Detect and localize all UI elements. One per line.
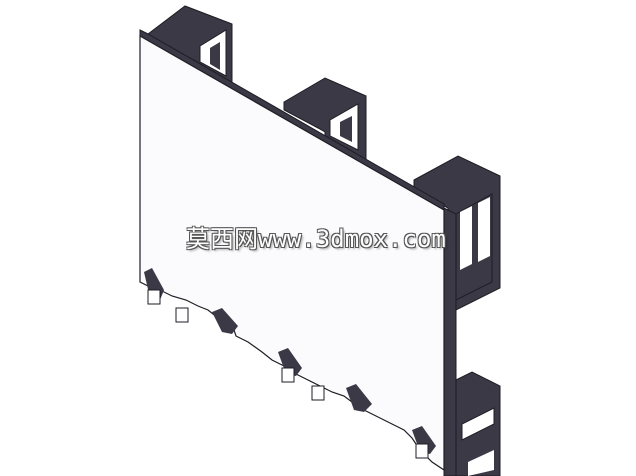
top-post-middle — [283, 77, 367, 161]
bottom-latches — [144, 268, 436, 459]
watermark-text: 莫西网www.3dmox.com — [186, 225, 446, 253]
right-post-lower — [455, 371, 501, 476]
